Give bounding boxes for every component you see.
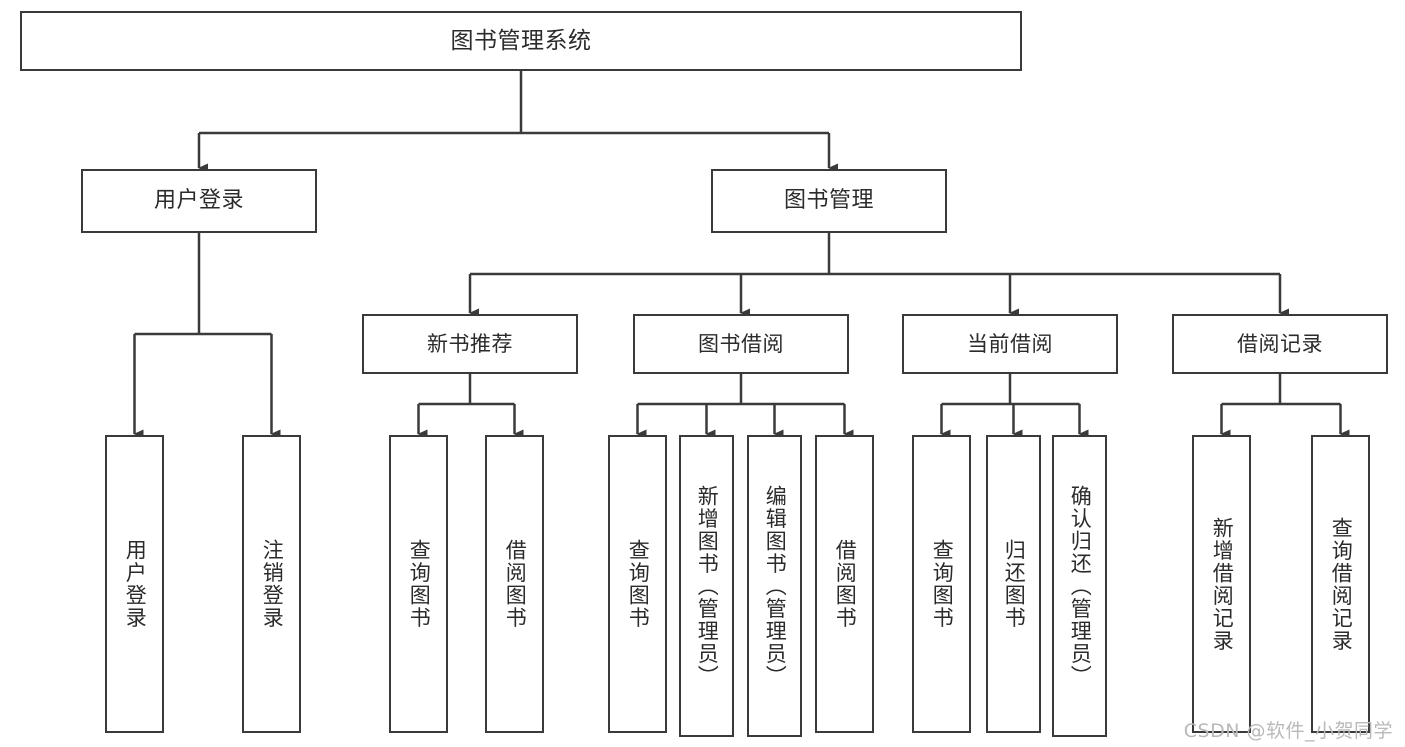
node-box-leaf-user-login[interactable]: 用户登录 <box>105 435 164 733</box>
node-label-leaf-user-logout: 注销登录 <box>260 539 285 629</box>
node-label-borrow-record: 借阅记录 <box>1237 331 1323 356</box>
node-label-leaf-query-book-2: 查询图书 <box>626 539 651 629</box>
connector-lines <box>133 71 1350 439</box>
node-label-leaf-add-record: 新增借阅记录 <box>1210 516 1235 652</box>
node-box-user-login[interactable]: 用户登录 <box>81 169 317 233</box>
node-box-leaf-borrow-book-1[interactable]: 借阅图书 <box>485 435 544 733</box>
node-box-leaf-query-record[interactable]: 查询借阅记录 <box>1311 435 1370 733</box>
node-label-leaf-query-book-1: 查询图书 <box>407 539 432 629</box>
node-label-leaf-query-record: 查询借阅记录 <box>1329 516 1354 652</box>
node-label-leaf-edit-book: 编辑图书（管理员） <box>763 484 788 688</box>
node-label-leaf-user-login: 用户登录 <box>123 539 148 629</box>
node-box-leaf-confirm-return[interactable]: 确认归还（管理员） <box>1052 435 1107 737</box>
node-box-leaf-edit-book[interactable]: 编辑图书（管理员） <box>747 435 802 737</box>
node-box-current-borrow[interactable]: 当前借阅 <box>902 314 1118 374</box>
node-box-leaf-query-book-2[interactable]: 查询图书 <box>608 435 667 733</box>
node-box-book-borrow[interactable]: 图书借阅 <box>633 314 849 374</box>
node-box-root[interactable]: 图书管理系统 <box>20 11 1022 71</box>
node-box-leaf-query-book-1[interactable]: 查询图书 <box>389 435 448 733</box>
node-box-leaf-query-book-3[interactable]: 查询图书 <box>912 435 971 733</box>
node-label-leaf-add-book: 新增图书（管理员） <box>695 484 720 688</box>
node-box-new-book-rec[interactable]: 新书推荐 <box>362 314 578 374</box>
node-label-leaf-borrow-book-2: 借阅图书 <box>833 539 858 629</box>
node-box-leaf-user-logout[interactable]: 注销登录 <box>242 435 301 733</box>
node-label-user-login: 用户登录 <box>153 188 244 214</box>
node-label-leaf-query-book-3: 查询图书 <box>930 539 955 629</box>
node-label-leaf-borrow-book-1: 借阅图书 <box>503 539 528 629</box>
node-box-leaf-add-book[interactable]: 新增图书（管理员） <box>679 435 734 737</box>
node-label-book-borrow: 图书借阅 <box>698 331 784 356</box>
node-box-leaf-return-book[interactable]: 归还图书 <box>986 435 1041 733</box>
node-label-leaf-confirm-return: 确认归还（管理员） <box>1068 484 1093 688</box>
node-label-book-manage: 图书管理 <box>783 188 874 214</box>
node-box-leaf-borrow-book-2[interactable]: 借阅图书 <box>815 435 874 733</box>
node-box-leaf-add-record[interactable]: 新增借阅记录 <box>1192 435 1251 733</box>
node-label-root: 图书管理系统 <box>450 27 592 54</box>
node-label-new-book-rec: 新书推荐 <box>427 331 513 356</box>
node-box-book-manage[interactable]: 图书管理 <box>711 169 947 233</box>
node-label-current-borrow: 当前借阅 <box>967 331 1053 356</box>
node-box-borrow-record[interactable]: 借阅记录 <box>1172 314 1388 374</box>
node-label-leaf-return-book: 归还图书 <box>1002 539 1027 629</box>
